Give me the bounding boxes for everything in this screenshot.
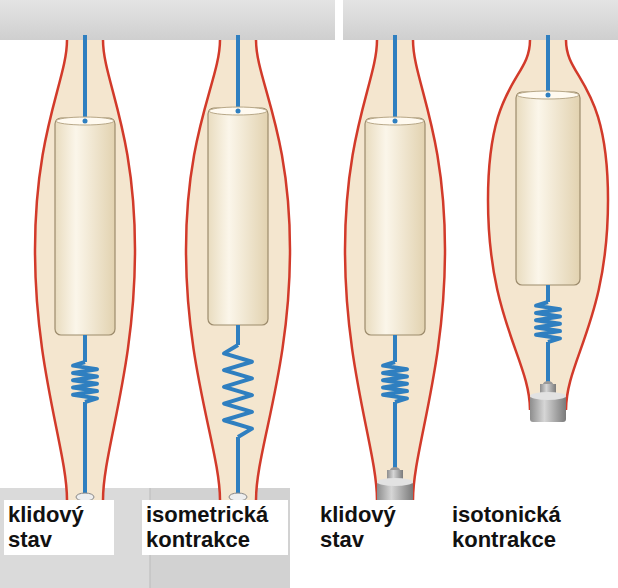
floor-block xyxy=(0,488,150,588)
contractile-top xyxy=(366,117,424,125)
tendon-line xyxy=(393,335,397,362)
state-label: klidový stav xyxy=(316,500,426,555)
contractile-element xyxy=(516,92,580,285)
elastic-spring xyxy=(536,302,560,342)
contractile-element xyxy=(208,108,268,325)
contractile-element xyxy=(365,118,425,335)
muscle-body xyxy=(186,40,290,500)
contractile-top xyxy=(517,91,579,99)
weight-top xyxy=(530,392,566,400)
tendon-line xyxy=(393,402,397,468)
tendon-line xyxy=(236,325,240,345)
tendon-line xyxy=(83,335,87,362)
weight-top xyxy=(377,478,413,486)
tendon-line xyxy=(83,35,87,122)
contractile-top xyxy=(209,107,267,115)
state-label: isotonická kontrakce xyxy=(448,500,598,555)
muscle-model xyxy=(488,35,608,422)
contractile-top xyxy=(56,117,114,125)
elastic-spring xyxy=(73,362,97,402)
tendon-line xyxy=(546,285,550,302)
ceiling xyxy=(343,0,618,40)
state-label: klidový stav xyxy=(4,500,114,555)
elastic-spring xyxy=(224,345,252,437)
attachment-dot xyxy=(546,93,551,98)
tendon-line xyxy=(83,402,87,497)
muscle-model xyxy=(186,35,290,501)
elastic-spring xyxy=(383,362,407,402)
tendon-line xyxy=(236,35,240,112)
state-label: isometrická kontrakce xyxy=(142,500,288,555)
contractile-element xyxy=(55,118,115,335)
muscle-model xyxy=(345,35,445,508)
ceiling xyxy=(0,0,335,40)
muscle-model xyxy=(35,35,135,501)
tendon-line xyxy=(546,35,550,96)
tendon-line xyxy=(546,342,550,382)
tendon-line xyxy=(236,437,240,497)
attachment-dot xyxy=(393,119,398,124)
tendon-line xyxy=(393,35,397,122)
muscle-body xyxy=(488,40,608,410)
attachment-dot xyxy=(236,109,241,114)
attachment-dot xyxy=(83,119,88,124)
